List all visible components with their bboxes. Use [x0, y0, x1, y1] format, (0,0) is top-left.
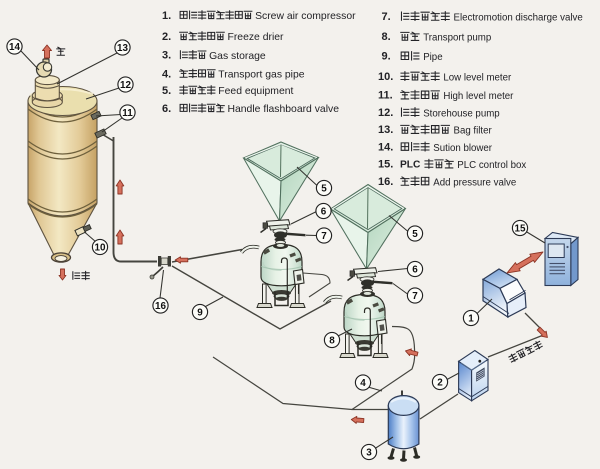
svg-text:Feed equipment: Feed equipment [218, 86, 293, 97]
svg-text:5.: 5. [162, 85, 171, 97]
svg-text:5: 5 [321, 183, 327, 194]
svg-text:15.: 15. [378, 159, 393, 171]
svg-text:16.: 16. [378, 176, 393, 188]
svg-text:Handle flashboard valve: Handle flashboard valve [228, 104, 340, 115]
svg-text:Gas storage: Gas storage [209, 51, 266, 62]
svg-text:6: 6 [412, 264, 418, 275]
svg-text:10.: 10. [378, 71, 393, 83]
svg-text:14: 14 [9, 42, 20, 53]
svg-text:Sution blower: Sution blower [433, 143, 492, 154]
svg-text:PLC control box: PLC control box [457, 160, 526, 171]
svg-text:10: 10 [95, 242, 106, 253]
svg-text:12.: 12. [378, 107, 393, 119]
svg-text:6: 6 [321, 206, 327, 217]
svg-text:15: 15 [515, 223, 526, 234]
svg-text:2: 2 [437, 377, 443, 388]
svg-text:16: 16 [155, 301, 166, 312]
svg-text:6.: 6. [162, 103, 171, 115]
svg-text:11: 11 [122, 108, 133, 119]
svg-text:13: 13 [117, 43, 128, 54]
svg-text:9: 9 [197, 307, 203, 318]
svg-text:4.: 4. [162, 68, 171, 80]
svg-text:PLC: PLC [400, 160, 421, 171]
svg-text:13.: 13. [378, 124, 393, 136]
svg-text:8: 8 [329, 335, 335, 346]
svg-text:Storehouse pump: Storehouse pump [423, 108, 499, 119]
svg-text:Transport gas pipe: Transport gas pipe [218, 70, 304, 81]
svg-text:7.: 7. [382, 11, 391, 23]
svg-text:Electromotion discharge valve: Electromotion discharge valve [454, 12, 583, 23]
svg-text:Pipe: Pipe [423, 52, 442, 63]
svg-text:High level meter: High level meter [443, 91, 514, 102]
svg-text:Screw air compressor: Screw air compressor [255, 11, 356, 22]
svg-text:Transport pump: Transport pump [423, 33, 491, 44]
svg-text:1: 1 [468, 313, 474, 324]
svg-text:7: 7 [412, 291, 418, 302]
svg-text:1.: 1. [162, 10, 171, 22]
svg-text:7: 7 [321, 231, 327, 242]
svg-text:9.: 9. [382, 51, 391, 63]
svg-text:12: 12 [120, 80, 131, 91]
svg-text:5: 5 [412, 229, 418, 240]
svg-text:Bag filter: Bag filter [454, 126, 493, 137]
svg-text:4: 4 [360, 378, 366, 389]
svg-text:3.: 3. [162, 50, 171, 62]
svg-text:Low level meter: Low level meter [443, 72, 512, 83]
svg-text:Add pressure valve: Add pressure valve [433, 177, 516, 188]
svg-text:3: 3 [366, 447, 372, 458]
svg-text:Freeze drier: Freeze drier [228, 32, 285, 43]
svg-text:2.: 2. [162, 31, 171, 43]
svg-text:14.: 14. [378, 142, 393, 154]
svg-text:8.: 8. [382, 31, 391, 43]
svg-text:11.: 11. [378, 90, 393, 102]
